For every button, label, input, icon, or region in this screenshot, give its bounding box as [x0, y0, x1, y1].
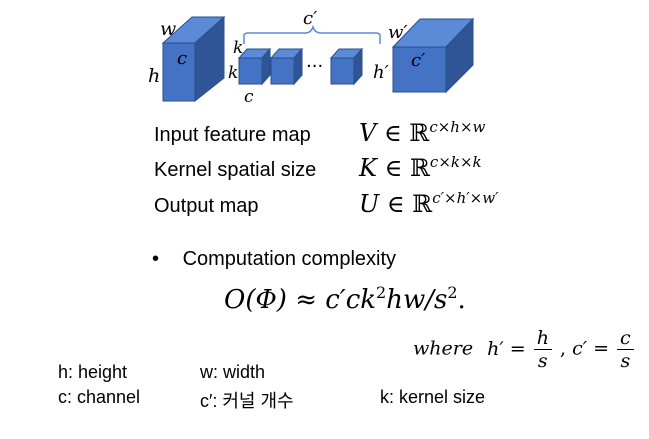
definition-math-output: U ∈ ℝc′×h′×w′ — [359, 189, 499, 218]
fraction-numerator: h — [533, 327, 552, 350]
legend-kernel-count: c′: 커널 개수 — [200, 391, 294, 411]
fraction-h-over-s: h s — [533, 327, 552, 372]
output-block — [391, 17, 475, 94]
input-block — [161, 15, 226, 103]
formula-end: . — [457, 285, 466, 315]
kernel-cube — [237, 47, 272, 86]
bullet-item: • Computation complexity — [152, 248, 396, 271]
math-symbol: K — [359, 154, 377, 182]
formula-op: ≈ — [295, 285, 317, 315]
input-block-front — [162, 42, 196, 102]
output-h-label: h′ — [373, 62, 389, 83]
output-c-label: c′ — [411, 50, 425, 71]
complexity-formula: O(Φ) ≈ c′ck2hw/s2. — [224, 283, 466, 315]
fraction-denominator: s — [537, 350, 548, 372]
formula-rhs: c′ck — [325, 285, 377, 315]
kernel-k-top-label: k — [233, 38, 243, 58]
definition-label-output: Output map — [154, 195, 259, 217]
legend-kernel-size: k: kernel size — [380, 387, 486, 407]
math-symbol: V — [359, 119, 377, 147]
math-exponent: c×h×w — [429, 118, 486, 136]
input-h-label: h — [148, 65, 160, 87]
legend-channel: c: channel — [58, 387, 141, 407]
where-clause: where h′ = h s , c′ = c s — [413, 327, 636, 372]
legend-width: w: width — [200, 362, 266, 382]
legend-height: h: height — [58, 362, 128, 382]
kernels-count-label: c′ — [303, 8, 317, 29]
formula-sq: 2 — [376, 283, 387, 302]
conv-diagram: w h c c′ ··· k k c w′ h′ c′ — [148, 8, 475, 107]
kernel-cube — [329, 47, 364, 86]
input-c-label: c — [177, 48, 187, 69]
formula-sq2: 2 — [447, 283, 458, 302]
output-block-front — [392, 46, 447, 93]
math-exponent: c×k×k — [429, 153, 482, 171]
input-w-label: w — [160, 18, 176, 40]
output-w-label: w′ — [388, 22, 408, 43]
math-set: ℝ — [409, 154, 430, 182]
bullet-marker: • — [152, 248, 160, 270]
definition-math-input: V ∈ ℝc×h×w — [359, 118, 486, 147]
fraction-denominator: s — [620, 350, 631, 372]
kernel-k-side-label: k — [228, 63, 238, 83]
formula-lhs: O(Φ) — [224, 285, 287, 315]
fraction-numerator: c — [617, 327, 634, 350]
math-set: ℝ — [409, 119, 430, 147]
fraction-c-over-s: c s — [617, 327, 634, 372]
kernel-cube — [269, 47, 304, 86]
where-word: where — [413, 337, 474, 360]
definition-math-kernel: K ∈ ℝc×k×k — [359, 153, 482, 182]
kernels-brace — [243, 24, 381, 44]
math-exponent: c′×h′×w′ — [432, 189, 499, 207]
where-h-prime: h′ = — [487, 337, 526, 360]
math-set: ℝ — [412, 190, 433, 218]
where-c-prime: c′ = — [572, 337, 609, 360]
formula-mid: hw/s — [386, 285, 448, 315]
where-separator: , — [559, 337, 567, 360]
kernels-ellipsis: ··· — [306, 56, 323, 77]
definition-label-kernel: Kernel spatial size — [154, 159, 317, 181]
kernel-c-label: c — [244, 87, 254, 107]
math-symbol: U — [359, 190, 380, 218]
bullet-text: Computation complexity — [182, 248, 397, 270]
definition-label-input: Input feature map — [154, 124, 311, 146]
